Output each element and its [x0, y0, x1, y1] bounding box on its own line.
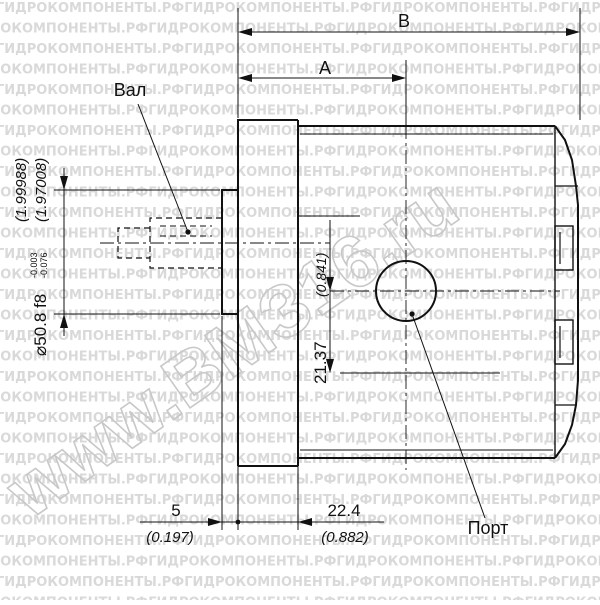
- callout-shaft-leader: [137, 103, 189, 233]
- watermark-row: ГИДРОКОМПОНЕНТЫ.РФГИДРОКОМПОНЕНТЫ.РФГИДР…: [0, 329, 600, 344]
- callout-port: Порт: [409, 311, 508, 538]
- dim-5-mm: 5: [171, 501, 180, 520]
- watermark-row: ГИДРОКОМПОНЕНТЫ.РФГИДРОКОМПОНЕНТЫ.РФГИДР…: [0, 309, 600, 324]
- rear-rib-1: [554, 225, 574, 271]
- dim-b-arrow-left: [238, 28, 252, 36]
- pilot-arrow-bottom: [60, 314, 68, 328]
- dim-5-in: (0.197): [146, 529, 194, 546]
- watermark-row: ГИДРОКОМПОНЕНТЫ.РФГИДРОКОМПОНЕНТЫ.РФГИДР…: [0, 391, 600, 406]
- watermark-row: ГИДРОКОМПОНЕНТЫ.РФГИДРОКОМПОНЕНТЫ.РФГИДР…: [0, 268, 600, 283]
- watermark-row: ГИДРОКОМПОНЕНТЫ.РФГИДРОКОМПОНЕНТЫ.РФГИДР…: [0, 42, 600, 57]
- pilot-inch-upper: (1.99988): [13, 158, 30, 222]
- pilot-tolerance-lower: -0.076: [39, 252, 49, 278]
- pilot-inch-lower: (1.97008): [33, 158, 50, 222]
- dim-a-arrow-right: [392, 74, 406, 82]
- dim-5-arrow-left: [208, 518, 222, 526]
- watermark-row: ГИДРОКОМПОНЕНТЫ.РФГИДРОКОМПОНЕНТЫ.РФГИДР…: [0, 555, 600, 570]
- watermark-row: ГИДРОКОМПОНЕНТЫ.РФГИДРОКОМПОНЕНТЫ.РФГИДР…: [0, 514, 600, 529]
- dimension-pilot-diameter: ⌀50.8 f8 -0.003 -0.076 (1.99988) (1.9700…: [13, 158, 220, 356]
- watermark-row: ГИДРОКОМПОНЕНТЫ.РФГИДРОКОМПОНЕНТЫ.РФГИДР…: [0, 83, 600, 98]
- callout-shaft: Вал: [114, 80, 191, 235]
- pilot-arrow-top: [60, 176, 68, 190]
- callout-port-label: Порт: [468, 518, 509, 538]
- port-height-arrow-bottom: [326, 359, 334, 373]
- watermark-row: ГИДРОКОМПОНЕНТЫ.РФГИДРОКОМПОНЕНТЫ.РФГИДР…: [0, 104, 600, 119]
- watermark-row: ГИДРОКОМПОНЕНТЫ.РФГИДРОКОМПОНЕНТЫ.РФГИДР…: [0, 227, 600, 242]
- dimension-b: B: [237, 8, 581, 120]
- flange-outline: [237, 119, 298, 466]
- watermark-row: ГИДРОКОМПОНЕНТЫ.РФГИДРОКОМПОНЕНТЫ.РФГИДР…: [0, 288, 600, 303]
- watermark-row: ГИДРОКОМПОНЕНТЫ.РФГИДРОКОМПОНЕНТЫ.РФГИДР…: [0, 411, 600, 426]
- watermark-row: ГИДРОКОМПОНЕНТЫ.РФГИДРОКОМПОНЕНТЫ.РФГИДР…: [0, 452, 600, 467]
- callout-shaft-label: Вал: [114, 80, 147, 100]
- port-height-mm: 21.37: [311, 341, 330, 384]
- shaft-tip: [117, 227, 150, 259]
- dim-b-arrow-right: [566, 28, 580, 36]
- pump-body: [100, 100, 579, 470]
- pilot-outline: [221, 189, 238, 315]
- dimension-bottom: 5 (0.197) 22.4 (0.882): [140, 316, 384, 546]
- dim-22-mm: 22.4: [327, 501, 360, 520]
- watermark-row: ГИДРОКОМПОНЕНТЫ.РФГИДРОКОМПОНЕНТЫ.РФГИДР…: [0, 575, 600, 590]
- watermark-row: ГИДРОКОМПОНЕНТЫ.РФГИДРОКОМПОНЕНТЫ.РФГИДР…: [0, 206, 600, 221]
- watermark-row: ГИДРОКОМПОНЕНТЫ.РФГИДРОКОМПОНЕНТЫ.РФГИДР…: [0, 596, 600, 601]
- watermark-row: ГИДРОКОМПОНЕНТЫ.РФГИДРОКОМПОНЕНТЫ.РФГИДР…: [0, 493, 600, 508]
- port-height-arrow-top: [326, 277, 334, 291]
- watermark-row: ГИДРОКОМПОНЕНТЫ.РФГИДРОКОМПОНЕНТЫ.РФГИДР…: [0, 1, 600, 16]
- dimension-a: A: [238, 58, 407, 130]
- pilot-diameter-label: ⌀50.8 f8: [31, 294, 50, 356]
- watermark-row: ГИДРОКОМПОНЕНТЫ.РФГИДРОКОМПОНЕНТЫ.РФГИДР…: [0, 534, 600, 549]
- watermark-row: ГИДРОКОМПОНЕНТЫ.РФГИДРОКОМПОНЕНТЫ.РФГИДР…: [0, 350, 600, 365]
- dim-5-dot: [235, 519, 241, 525]
- rear-cover: [554, 125, 579, 459]
- callout-shaft-dot: [185, 229, 191, 235]
- port-height-in: (0.841): [313, 253, 329, 297]
- dimension-port-height: 21.37 (0.841): [311, 220, 334, 384]
- dim-22-arrow: [298, 518, 312, 526]
- watermark-row: ГИДРОКОМПОНЕНТЫ.РФГИДРОКОМПОНЕНТЫ.РФГИДР…: [0, 432, 600, 447]
- dim-a-arrow-left: [238, 74, 252, 82]
- rear-rib-2: [554, 319, 574, 365]
- watermark-row: ГИДРОКОМПОНЕНТЫ.РФГИДРОКОМПОНЕНТЫ.РФГИДР…: [0, 165, 600, 180]
- watermark-row: ГИДРОКОМПОНЕНТЫ.РФГИДРОКОМПОНЕНТЫ.РФГИДР…: [0, 22, 600, 37]
- dim-22-in: (0.882): [321, 529, 369, 546]
- watermark-row: ГИДРОКОМПОНЕНТЫ.РФГИДРОКОМПОНЕНТЫ.РФГИДР…: [0, 370, 600, 385]
- watermark-row: ГИДРОКОМПОНЕНТЫ.РФГИДРОКОМПОНЕНТЫ.РФГИДР…: [0, 63, 600, 78]
- callout-port-dot: [409, 311, 415, 317]
- watermark-row: ГИДРОКОМПОНЕНТЫ.РФГИДРОКОМПОНЕНТЫ.РФГИДР…: [0, 473, 600, 488]
- watermark-row: ГИДРОКОМПОНЕНТЫ.РФГИДРОКОМПОНЕНТЫ.РФГИДР…: [0, 145, 600, 160]
- pilot-tolerance-upper: -0.003: [29, 252, 39, 278]
- shaft-outline: [149, 217, 222, 269]
- callout-port-leader: [411, 313, 486, 519]
- dim-a-label: A: [319, 58, 331, 78]
- dim-b-label: B: [398, 11, 410, 31]
- watermark-row: ГИДРОКОМПОНЕНТЫ.РФГИДРОКОМПОНЕНТЫ.РФГИДР…: [0, 186, 600, 201]
